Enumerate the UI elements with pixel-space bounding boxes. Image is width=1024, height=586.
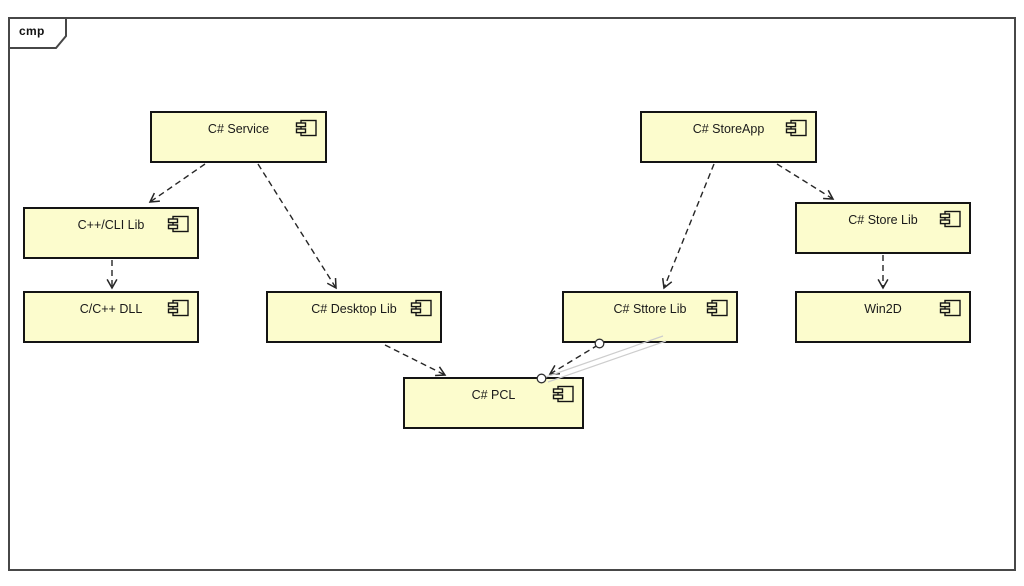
component-csharp-storeapp[interactable]: C# StoreApp <box>640 111 817 163</box>
component-win2d[interactable]: Win2D <box>795 291 971 343</box>
uml-component-icon <box>939 299 961 317</box>
component-label: C++/CLI Lib <box>77 218 145 232</box>
component-csharp-pcl[interactable]: C# PCL <box>403 377 584 429</box>
uml-component-icon <box>410 299 432 317</box>
component-label: C# Desktop Lib <box>311 302 397 316</box>
frame-tab-shape <box>8 17 67 49</box>
component-label: C# Service <box>207 122 270 136</box>
component-label: C# Sttore Lib <box>613 302 687 316</box>
component-label: Win2D <box>864 302 902 316</box>
uml-component-icon <box>167 215 189 233</box>
diagram-frame <box>8 17 1016 571</box>
frame-tab-label: cmp <box>19 24 45 38</box>
component-label: C# StoreApp <box>692 122 765 136</box>
component-cppcli-lib[interactable]: C++/CLI Lib <box>23 207 199 259</box>
component-csharp-service[interactable]: C# Service <box>150 111 327 163</box>
component-ccpp-dll[interactable]: C/C++ DLL <box>23 291 199 343</box>
uml-component-icon <box>167 299 189 317</box>
uml-component-icon <box>785 119 807 137</box>
component-label: C# PCL <box>471 388 516 402</box>
component-csharp-sttore-lib[interactable]: C# Sttore Lib <box>562 291 738 343</box>
uml-component-icon <box>552 385 574 403</box>
uml-component-icon <box>706 299 728 317</box>
component-label: C# Store Lib <box>848 213 918 227</box>
uml-component-icon <box>939 210 961 228</box>
component-csharp-store-lib[interactable]: C# Store Lib <box>795 202 971 254</box>
uml-component-icon <box>295 119 317 137</box>
frame-tab: cmp <box>8 17 70 49</box>
component-label: C/C++ DLL <box>79 302 143 316</box>
component-csharp-desktop-lib[interactable]: C# Desktop Lib <box>266 291 442 343</box>
